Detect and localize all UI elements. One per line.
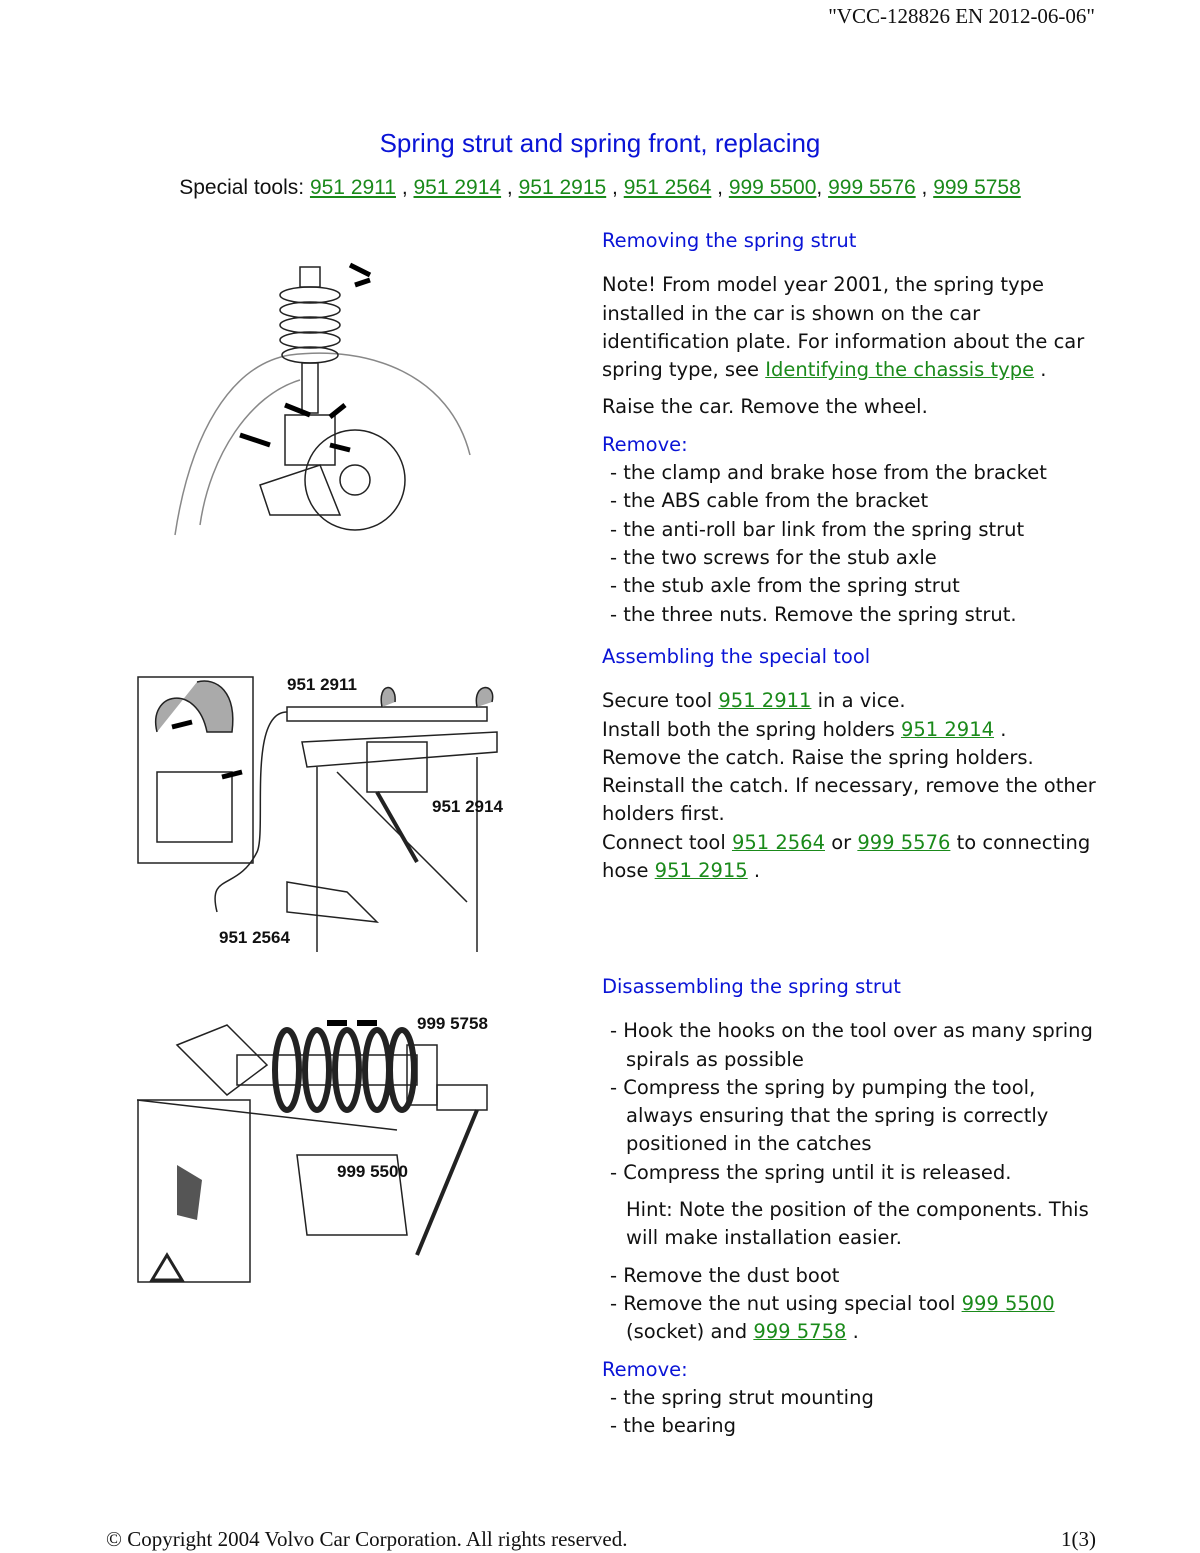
tool-link[interactable]: 999 5500 — [961, 1291, 1055, 1315]
list-item: Remove the dust boot — [602, 1262, 1102, 1290]
section-heading: Disassembling the spring strut — [602, 975, 901, 998]
list-item: the bearing — [602, 1412, 1102, 1440]
tool-link[interactable]: 951 2915 — [654, 859, 748, 883]
list-item: the three nuts. Remove the spring strut. — [602, 601, 1102, 629]
special-tool-illustration: 951 2911 951 2914 951 2564 — [137, 675, 503, 952]
tool-link[interactable]: 951 2914 — [900, 717, 995, 741]
remove-list: the spring strut mounting the bearing — [602, 1384, 1102, 1441]
remove-label: Remove: — [602, 1357, 688, 1381]
tool-link[interactable]: 999 5500 — [728, 176, 817, 199]
tool-label: 951 2564 — [219, 928, 290, 947]
list-item: Compress the spring by pumping the tool,… — [602, 1074, 1102, 1159]
tool-link[interactable]: 951 2564 — [623, 176, 712, 199]
step-list: Remove the dust boot Remove the nut usin… — [602, 1262, 1102, 1347]
tool-label: 951 2911 — [287, 675, 357, 694]
remove-list: the clamp and brake hose from the bracke… — [602, 459, 1102, 629]
footer: © Copyright 2004 Volvo Car Corporation. … — [106, 1527, 1096, 1552]
tool-link[interactable]: 999 5576 — [857, 830, 951, 854]
list-item: the two screws for the stub axle — [602, 544, 1102, 572]
list-item: the spring strut mounting — [602, 1384, 1102, 1412]
section-removing: Removing the spring strut Note! From mod… — [602, 227, 1102, 629]
list-item: Hook the hooks on the tool over as many … — [602, 1017, 1102, 1074]
list-item: the ABS cable from the bracket — [602, 487, 1102, 515]
section-disassembling: Disassembling the spring strut Hook the … — [602, 973, 1102, 1440]
list-item: the clamp and brake hose from the bracke… — [602, 459, 1102, 487]
tool-link[interactable]: 999 5576 — [828, 176, 916, 199]
special-tools-label: Special tools: — [179, 176, 305, 199]
page-title: Spring strut and spring front, replacing — [379, 128, 821, 158]
section-assembling: Assembling the special tool Secure tool … — [602, 643, 1102, 885]
tool-link[interactable]: 999 5758 — [753, 1320, 847, 1344]
page-number: 1(3) — [1061, 1527, 1096, 1551]
document-id: "VCC-128826 EN 2012-06-06" — [828, 4, 1095, 28]
raise-text: Raise the car. Remove the wheel. — [602, 395, 928, 419]
tool-label: 951 2914 — [432, 797, 503, 816]
note-text: Note! From model year 2001, the spring t… — [602, 273, 1085, 382]
copyright-text: © Copyright 2004 Volvo Car Corporation. … — [106, 1527, 628, 1551]
tool-link[interactable]: 999 5758 — [933, 176, 1021, 199]
disassembling-illustration: 999 5758 999 5500 — [137, 1014, 488, 1283]
chassis-type-link[interactable]: Identifying the chassis type — [765, 358, 1035, 382]
list-item: Remove the nut using special tool 999 55… — [602, 1290, 1102, 1347]
list-item: Compress the spring until it is released… — [602, 1159, 1102, 1187]
hint-text: Hint: Note the position of the component… — [626, 1198, 1089, 1250]
list-item: the anti-roll bar link from the spring s… — [602, 516, 1102, 544]
step-list: Hook the hooks on the tool over as many … — [602, 1017, 1102, 1187]
list-item: the stub axle from the spring strut — [602, 572, 1102, 600]
tool-link[interactable]: 951 2915 — [518, 176, 607, 199]
special-tools-line: Special tools: 951 2911 , 951 2914 , 951… — [179, 176, 1021, 199]
tool-label: 999 5500 — [337, 1162, 408, 1181]
section-heading: Removing the spring strut — [602, 229, 857, 252]
tool-label: 999 5758 — [417, 1014, 488, 1033]
tool-link[interactable]: 951 2911 — [718, 689, 812, 713]
remove-label: Remove: — [602, 432, 688, 456]
section-heading: Assembling the special tool — [602, 645, 871, 668]
instruction-text: Secure tool 951 2911 in a vice. Install … — [602, 689, 1096, 883]
tool-link[interactable]: 951 2914 — [413, 176, 502, 199]
tool-link[interactable]: 951 2564 — [731, 830, 825, 854]
spring-strut-illustration — [174, 262, 471, 536]
tool-link[interactable]: 951 2911 — [309, 176, 396, 199]
